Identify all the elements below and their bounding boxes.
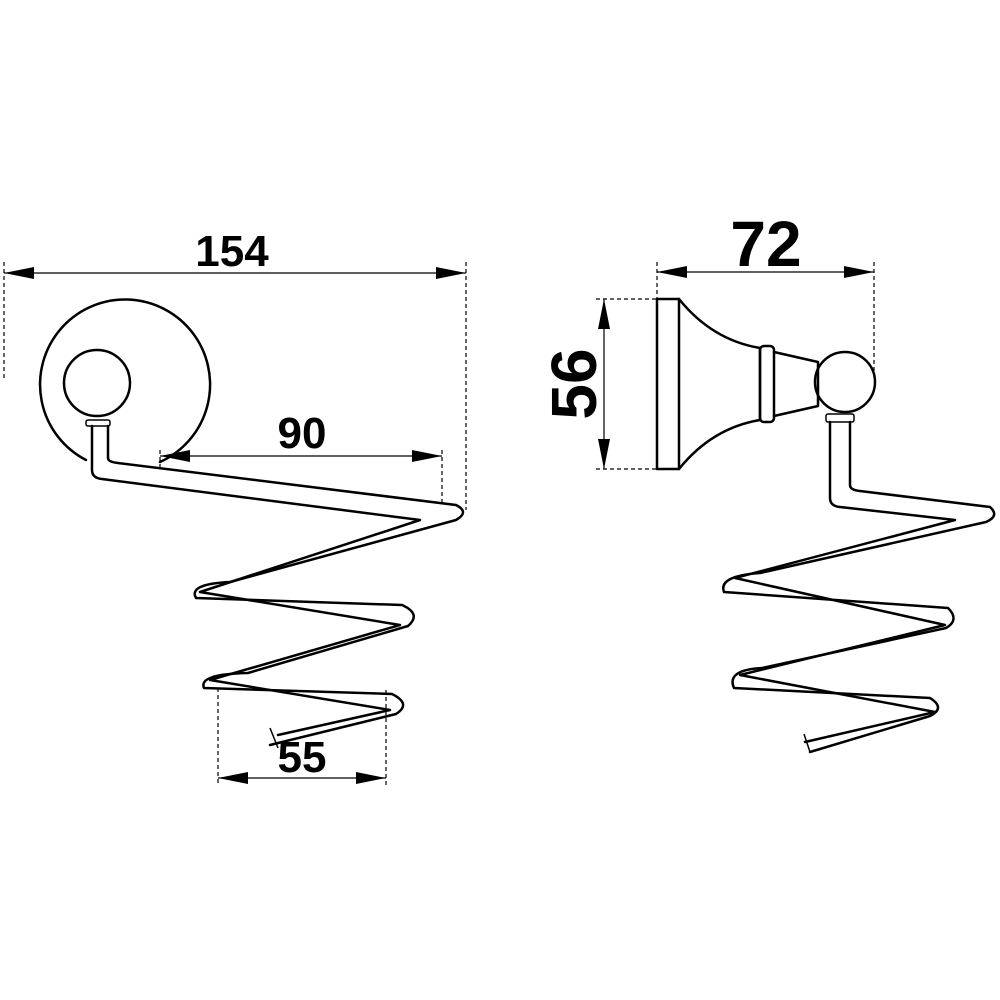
dim-56-arrow-top <box>598 299 610 329</box>
dim-55-arrow-left <box>218 772 248 784</box>
side-spiral-rod <box>733 420 957 744</box>
dim-72-arrow-left <box>657 266 687 278</box>
side-spiral-rod-inner <box>722 420 996 754</box>
side-collar <box>825 413 855 423</box>
dim-154-label: 154 <box>195 227 269 276</box>
dim-90-arrow-right <box>412 450 442 462</box>
dim-154-arrow-left <box>4 267 34 279</box>
front-view: 154 90 55 <box>3 227 467 785</box>
ball-joint <box>813 350 877 414</box>
spiral-rod-inner <box>106 424 465 747</box>
dim-72-label: 72 <box>730 208 801 280</box>
spiral-rod <box>90 424 422 737</box>
dim-56-label: 56 <box>538 348 610 419</box>
spiral-rod-end <box>269 727 279 749</box>
dim-56-arrow-bottom <box>598 439 610 469</box>
dim-90-arrow-left <box>160 450 190 462</box>
dim-55-arrow-right <box>356 772 386 784</box>
dim-90-label: 90 <box>278 409 327 458</box>
dim-154-arrow-right <box>436 267 466 279</box>
ring-band <box>758 344 776 424</box>
dim-72-arrow-right <box>844 266 874 278</box>
flange-inner-circle <box>62 348 132 418</box>
neck <box>772 350 820 418</box>
side-spiral-rod-end <box>803 733 811 753</box>
dim-55-label: 55 <box>278 733 327 782</box>
flared-body <box>677 297 762 471</box>
arm-collar <box>85 419 111 427</box>
side-view: 72 56 <box>538 208 996 754</box>
flange-outer-circle <box>38 298 212 464</box>
wall-plate <box>655 297 681 471</box>
